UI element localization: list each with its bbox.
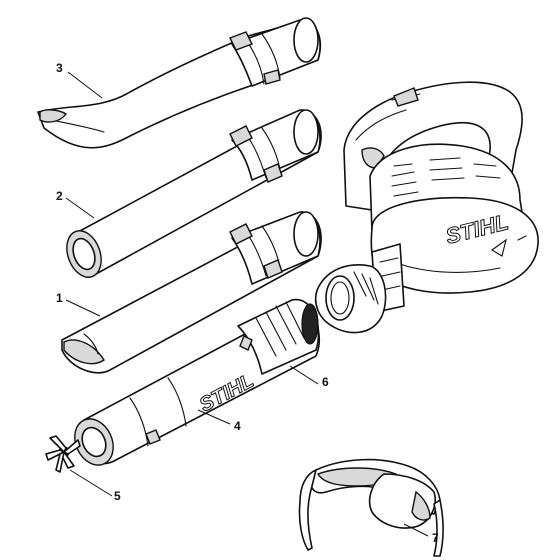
part-7-safety-glasses [298, 458, 444, 557]
leader-2 [65, 197, 95, 219]
part-3-curved-flat-nozzle [37, 17, 322, 149]
part-2-round-nozzle [66, 109, 322, 278]
part-4-blower-tube: STIHL [74, 299, 321, 466]
leader-3 [67, 71, 103, 99]
callout-6: 6 [322, 375, 329, 389]
leader-1 [65, 299, 101, 317]
part-5-impeller [45, 435, 81, 473]
leader-6 [289, 365, 319, 385]
callout-1: 1 [56, 291, 63, 305]
blower-housing: STIHL [314, 81, 539, 334]
callout-7: 7 [432, 531, 439, 545]
callout-2: 2 [56, 189, 63, 203]
part-1-flat-nozzle [61, 211, 322, 374]
leader-7 [403, 523, 429, 537]
callout-3: 3 [56, 61, 63, 75]
leader-5 [69, 469, 113, 497]
leader-4 [197, 409, 231, 425]
callout-4: 4 [234, 419, 241, 433]
callout-5: 5 [114, 489, 121, 503]
